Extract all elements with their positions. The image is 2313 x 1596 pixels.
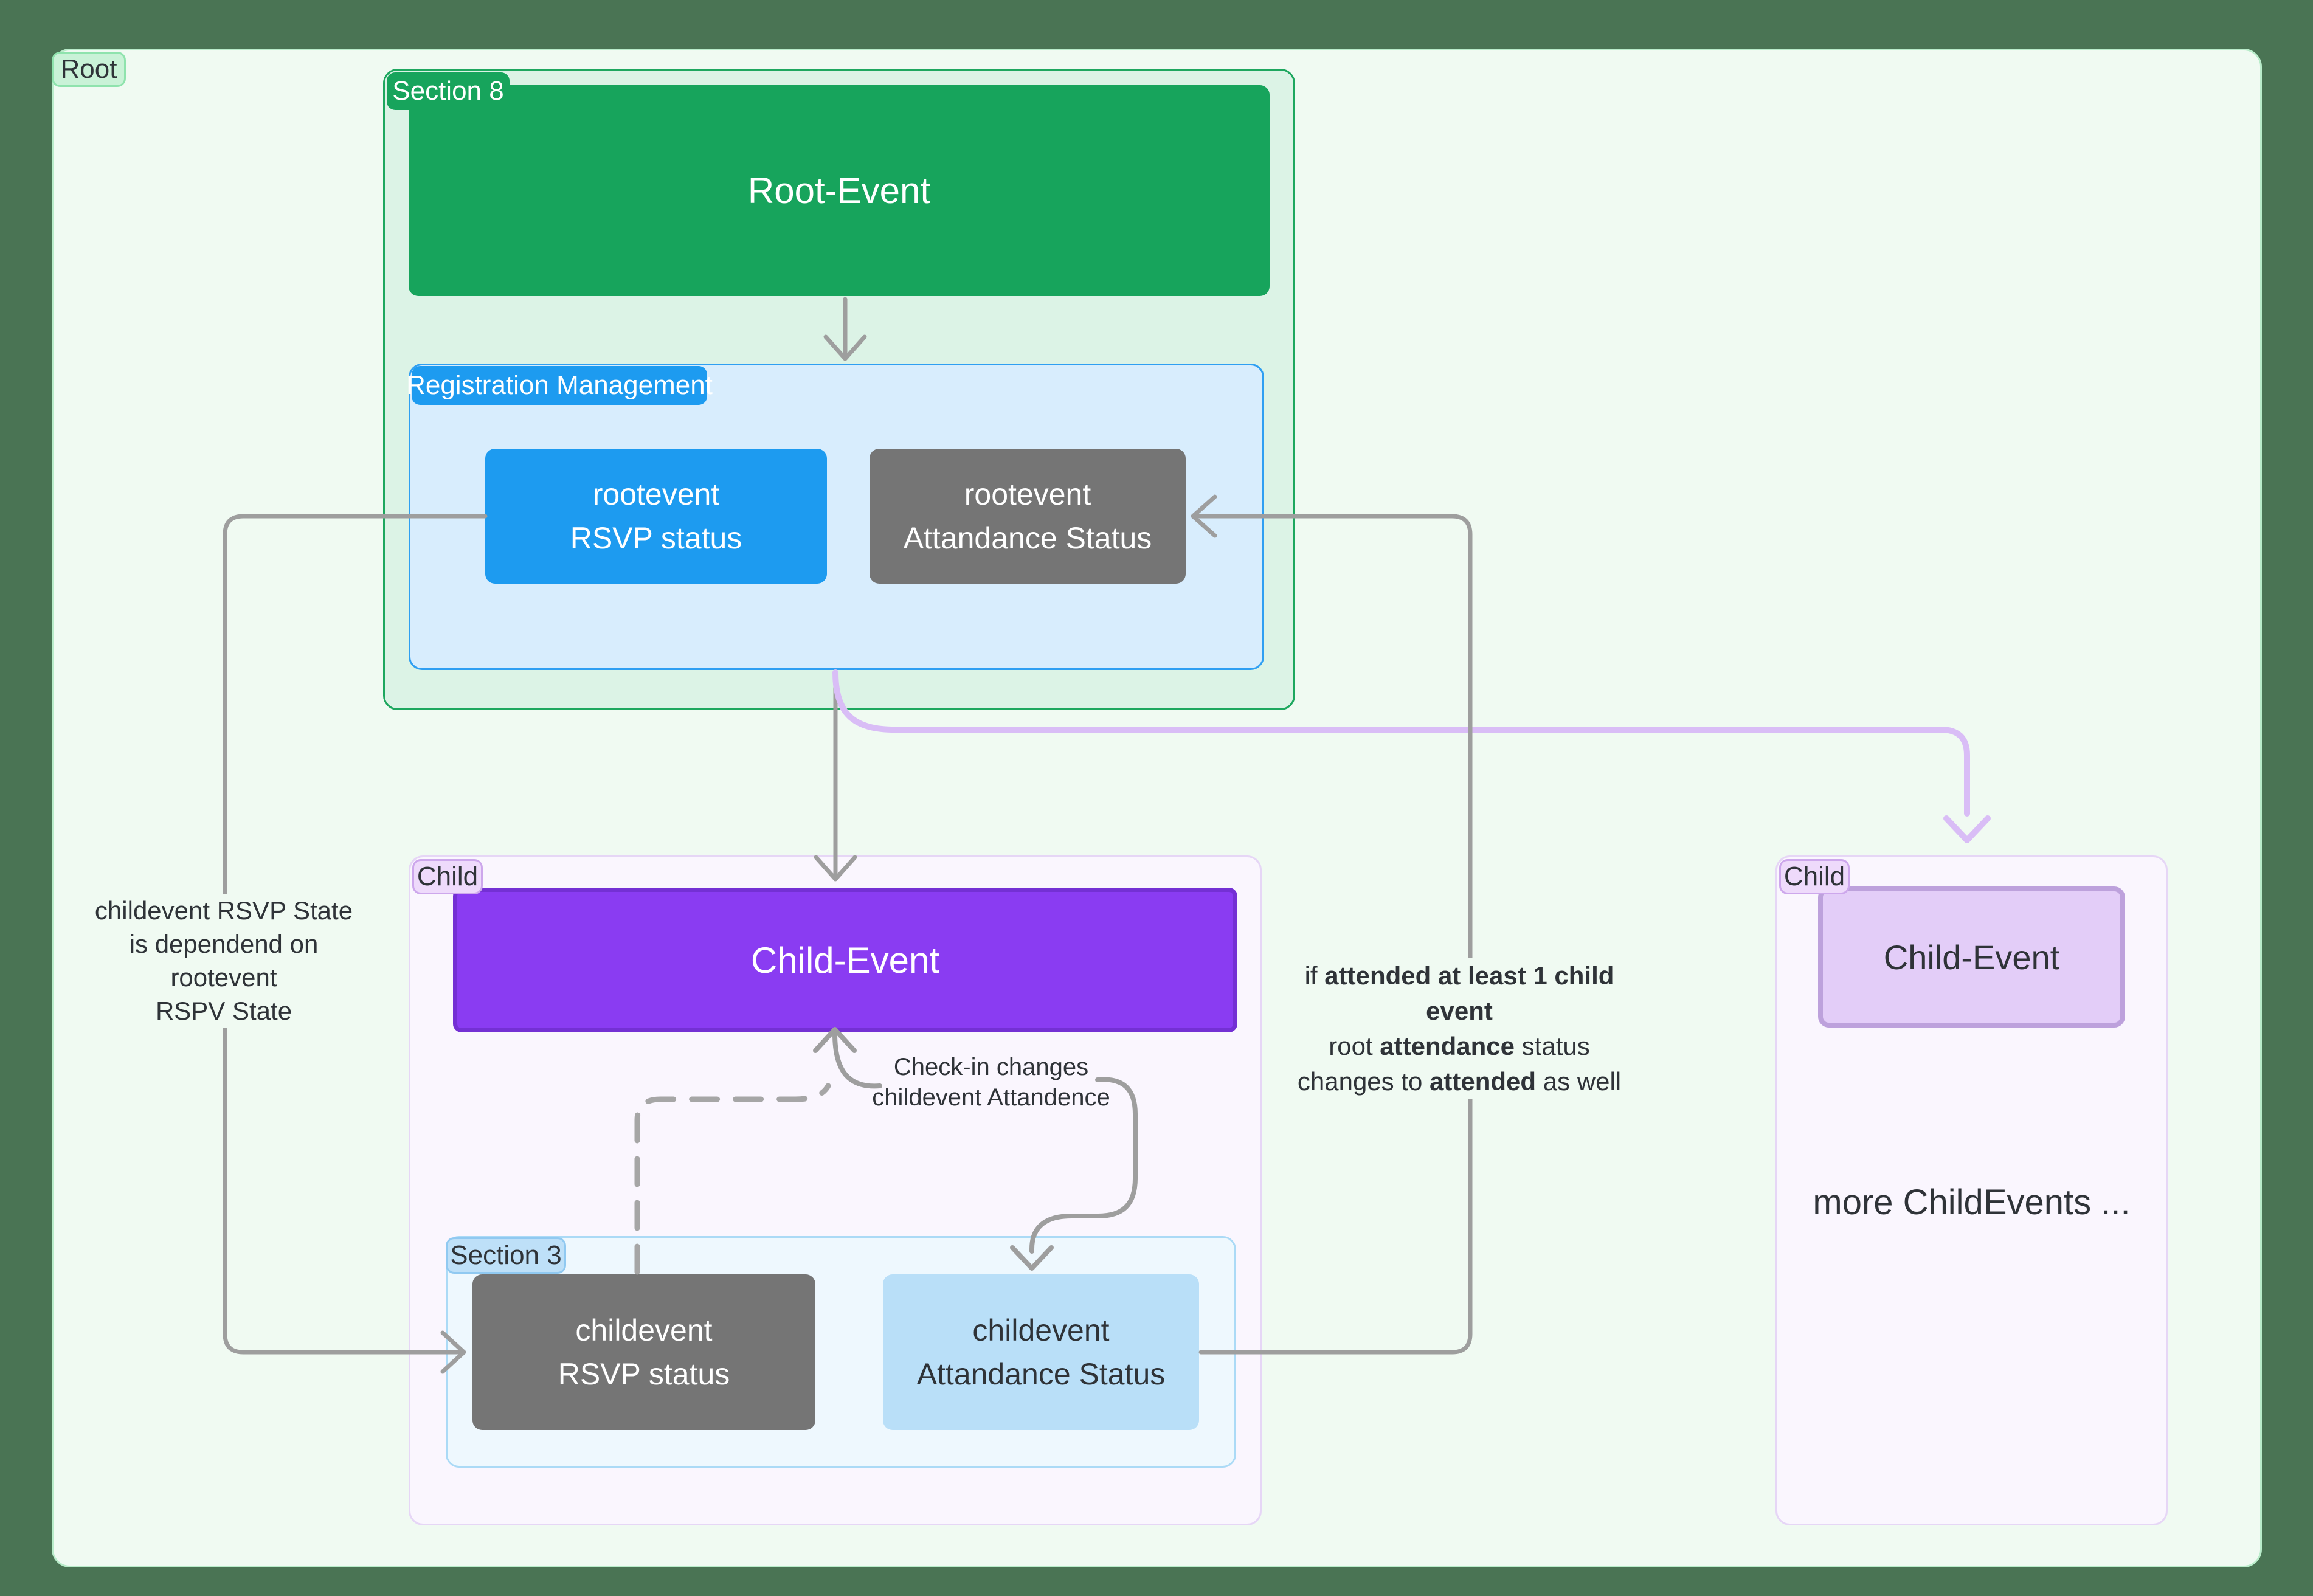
more-childevents-text: more ChildEvents ... — [1813, 1183, 2131, 1222]
childevent-rsvp-status-label: childevent RSVP status — [558, 1313, 730, 1391]
rootevent-attendance-status-label: rootevent Attandance Status — [903, 477, 1152, 555]
tab-child-right-label: Child — [1783, 862, 1845, 891]
tab-child-left-label: Child — [417, 862, 479, 891]
tab-registration-label: Registration Management — [406, 370, 713, 400]
childevent-attendance-status-node[interactable]: childevent Attandance Status — [883, 1274, 1199, 1430]
root-event-node[interactable]: Root-Event — [409, 85, 1270, 296]
tab-section8[interactable]: Section 8 — [387, 72, 510, 110]
child-event-node[interactable]: Child-Event — [453, 888, 1237, 1032]
childevent-attendance-status-label: childevent Attandance Status — [916, 1313, 1166, 1391]
tab-child-left[interactable]: Child — [412, 859, 483, 894]
tab-root[interactable]: Root — [52, 52, 126, 87]
note-checkin-changes: Check-in changes childevent Attandence — [872, 1054, 1110, 1111]
tab-registration-management[interactable]: Registration Management — [406, 366, 713, 405]
rootevent-rsvp-status-node[interactable]: rootevent RSVP status — [485, 449, 827, 584]
tab-section3[interactable]: Section 3 — [446, 1237, 566, 1274]
root-event-label: Root-Event — [747, 170, 931, 211]
child-event-label: Child-Event — [750, 939, 940, 981]
child-event-right-label: Child-Event — [1883, 938, 2060, 976]
tab-section3-label: Section 3 — [450, 1240, 562, 1270]
childevent-rsvp-status-node[interactable]: childevent RSVP status — [472, 1274, 815, 1430]
tab-child-right[interactable]: Child — [1779, 859, 1850, 894]
rootevent-attendance-status-node[interactable]: rootevent Attandance Status — [870, 449, 1186, 584]
tab-section8-label: Section 8 — [392, 76, 504, 106]
note-childevent-rsvp-dependency: childevent RSVP State is dependend on ro… — [79, 894, 368, 1028]
tab-root-label: Root — [60, 54, 117, 84]
rootevent-rsvp-status-label: rootevent RSVP status — [570, 477, 742, 555]
child-event-node-right[interactable]: Child-Event — [1818, 886, 2125, 1028]
